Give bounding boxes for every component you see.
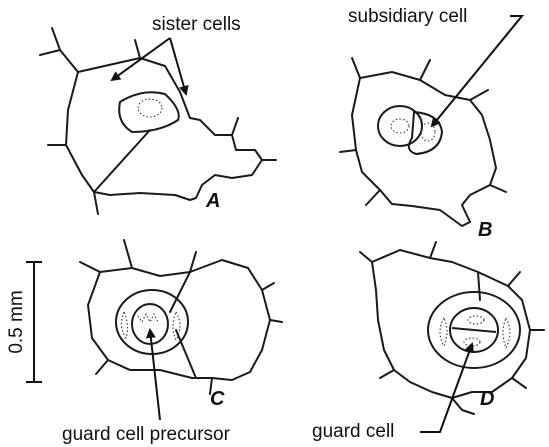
ridge-c-4 bbox=[261, 282, 275, 291]
panel-a bbox=[39, 27, 277, 215]
wall-d-1 bbox=[477, 271, 481, 301]
ridge-c-7 bbox=[209, 377, 213, 395]
ridge-c-5 bbox=[269, 319, 283, 323]
ridge-c-2 bbox=[123, 239, 133, 269]
guard-cell-precursor-c bbox=[131, 303, 169, 345]
ridge-c-6 bbox=[95, 359, 109, 375]
wall-a-1 bbox=[93, 129, 151, 193]
panel-b bbox=[339, 57, 507, 227]
ridge-a-1 bbox=[39, 49, 79, 73]
cell-wall-d bbox=[371, 249, 531, 399]
wall-c-2 bbox=[175, 329, 197, 379]
scale-bar: 0.5 mm bbox=[6, 261, 42, 383]
cell-wall-b bbox=[351, 71, 497, 227]
annotation-arrows bbox=[110, 15, 525, 433]
ridge-b-5 bbox=[365, 189, 381, 206]
ridge-a-6 bbox=[93, 191, 99, 215]
ridge-b-2 bbox=[419, 59, 431, 81]
guard-mother-cell-b bbox=[377, 105, 423, 147]
ridge-a-4 bbox=[231, 117, 239, 136]
subsidiary-nucleus-d-left bbox=[439, 316, 448, 348]
ridge-a-3 bbox=[134, 39, 141, 59]
guard-mother-nucleus-b bbox=[390, 118, 410, 134]
guard-nucleus-d-top bbox=[467, 315, 485, 325]
ridge-d-1 bbox=[359, 251, 373, 263]
panel-label-b: B bbox=[478, 219, 492, 241]
ridge-d-6 bbox=[451, 397, 475, 415]
ridge-d-5 bbox=[511, 377, 527, 389]
guard-cells-d bbox=[449, 307, 499, 353]
arrow-sister-cells-right bbox=[169, 37, 189, 96]
guard-nucleus-d-bottom bbox=[463, 337, 481, 347]
subsidiary-nucleus-d-right bbox=[502, 316, 511, 350]
subsidiary-nucleus-c-left bbox=[120, 310, 129, 340]
scale-bar-label: 0.5 mm bbox=[6, 290, 27, 353]
label-guard-cell-precursor: guard cell precursor bbox=[62, 424, 231, 445]
label-sister-cells: sister cells bbox=[152, 14, 241, 35]
sister-cell-large-a bbox=[118, 91, 180, 134]
subsidiary-nucleus-b bbox=[420, 122, 436, 142]
label-guard-cell: guard cell bbox=[312, 421, 394, 442]
arrow-subsidiary-cell bbox=[430, 15, 525, 128]
ridge-d-2 bbox=[429, 241, 437, 259]
ridge-c-3 bbox=[189, 251, 197, 273]
label-subsidiary-cell: subsidiary cell bbox=[348, 6, 467, 27]
subsidiary-outer-d bbox=[427, 291, 521, 369]
panel-d bbox=[359, 241, 545, 415]
panel-label-c: C bbox=[210, 388, 225, 410]
ridge-b-3 bbox=[469, 89, 489, 101]
sister-cell-nucleus-a bbox=[137, 98, 163, 118]
cell-wall-a bbox=[65, 57, 263, 201]
precursor-nucleus-c bbox=[137, 312, 159, 324]
arrow-guard-cell-precursor bbox=[145, 328, 161, 421]
panel-label-d: D bbox=[480, 388, 494, 410]
panel-c bbox=[79, 239, 283, 395]
ridge-a-2 bbox=[51, 27, 61, 51]
wall-c-1 bbox=[169, 271, 191, 313]
ridge-c-1 bbox=[79, 261, 101, 273]
stomatal-pore-d bbox=[451, 327, 497, 333]
arrow-guard-cell bbox=[420, 342, 474, 433]
subsidiary-nucleus-c-right bbox=[172, 310, 181, 342]
ridge-d-3 bbox=[507, 271, 521, 287]
panel-label-a: A bbox=[205, 190, 220, 212]
ridge-b-6 bbox=[339, 149, 357, 153]
ridge-b-4 bbox=[489, 184, 507, 193]
ridge-b-1 bbox=[351, 57, 361, 79]
arrow-sister-cells-left bbox=[110, 37, 171, 82]
ridge-d-7 bbox=[379, 369, 395, 379]
